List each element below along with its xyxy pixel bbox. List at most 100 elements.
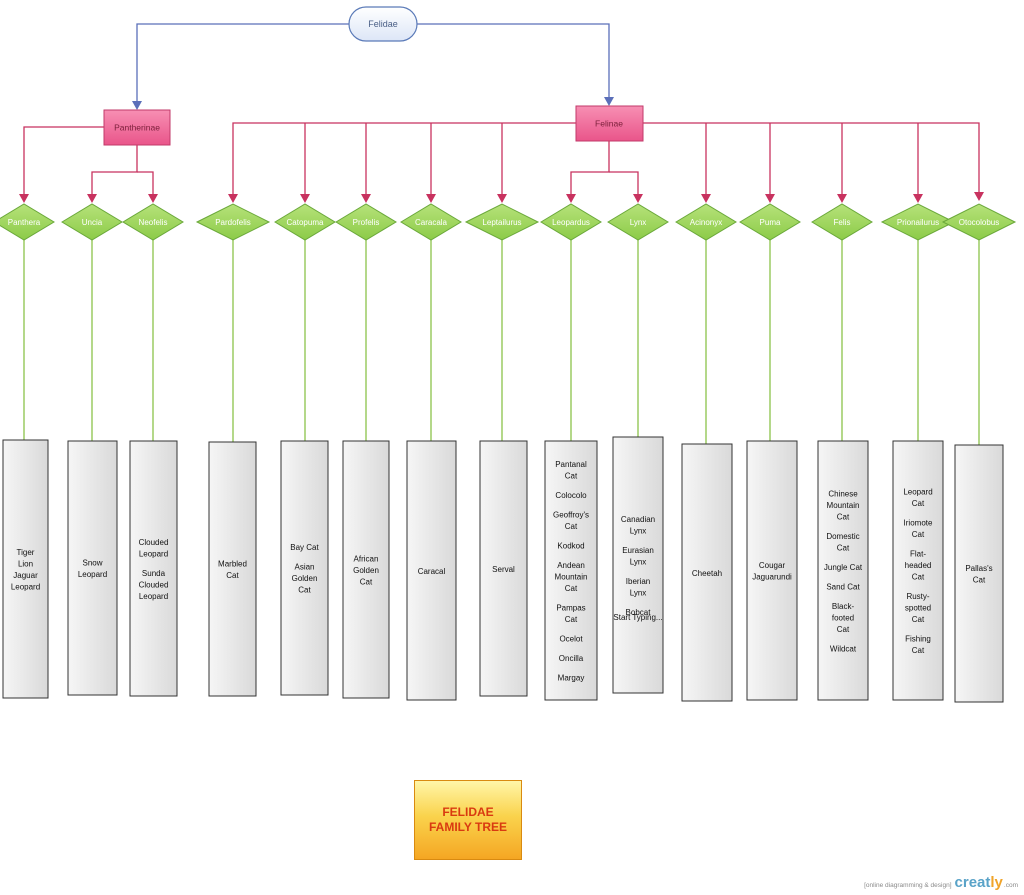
arrow-to-pantherinae (132, 101, 142, 110)
species-jaguar: Jaguar (13, 571, 38, 580)
arrow-to-neofelis (148, 194, 158, 203)
diagram-title-box: FELIDAE FAMILY TREE (414, 780, 522, 860)
genus-node-otocolobus[interactable]: Otocolobus (941, 203, 1017, 241)
arrow-to-puma (765, 194, 775, 203)
genus-diamond (0, 203, 55, 241)
genus-label: Acinonyx (690, 218, 722, 227)
species-box-shape (681, 443, 733, 702)
genus-diamond (739, 203, 801, 241)
root-node-label: Felidae (368, 19, 398, 29)
genus-label: Prionailurus (897, 218, 939, 227)
genus-label: Pardofelis (215, 218, 251, 227)
species-tiger: Tiger (17, 548, 35, 557)
arrow-to-catopuma (300, 194, 310, 203)
genus-node-neofelis[interactable]: Neofelis (122, 203, 184, 241)
genus-diamond (61, 203, 123, 241)
genus-node-acinonyx[interactable]: Acinonyx (675, 203, 737, 241)
subfamily-node-shape (575, 105, 644, 142)
subfamily-node-felinae[interactable]: Felinae (575, 105, 644, 142)
species-box-shape (892, 440, 944, 701)
genus-label: Puma (760, 218, 781, 227)
species-leopard: Leopard (11, 583, 40, 592)
credit-tagline: [online diagramming & design] (864, 882, 952, 889)
species-box-caracala[interactable]: Caracal (406, 440, 457, 701)
arrow-to-uncia (87, 194, 97, 203)
genus-node-puma[interactable]: Puma (739, 203, 801, 241)
genus-diamond (540, 203, 602, 241)
genus-node-uncia[interactable]: Uncia (61, 203, 123, 241)
species-box-shape (208, 441, 257, 697)
species-box-shape (2, 439, 49, 699)
genus-node-leptailurus[interactable]: Leptailurus (464, 203, 540, 241)
species-box-acinonyx[interactable]: Cheetah (681, 443, 733, 702)
genus-node-lynx[interactable]: Lynx (607, 203, 669, 241)
species-oncilla: Oncilla (559, 654, 584, 663)
species-jungle-cat: Jungle Cat (824, 563, 863, 572)
species-box-shape (342, 440, 390, 699)
credit-tld: .com (1003, 882, 1018, 889)
genus-diamond (274, 203, 336, 241)
genus-diamond (675, 203, 737, 241)
felidae-root-node[interactable]: Felidae (348, 6, 418, 42)
connector-pantherinae-uncia (91, 145, 138, 194)
connector-felinae-leopardus (570, 141, 610, 194)
species-box-shape (544, 440, 598, 701)
genus-diamond (195, 203, 271, 241)
subfamily-node-label: Pantherinae (114, 123, 160, 133)
genus-node-caracala[interactable]: Caracala (400, 203, 462, 241)
species-box-leptailurus[interactable]: Serval (479, 440, 528, 697)
connector-pantherinae-panthera (23, 126, 104, 194)
root-node-shape (348, 6, 418, 42)
genus-diamond (941, 203, 1017, 241)
arrow-to-profelis (361, 194, 371, 203)
genus-label: Lynx (630, 218, 647, 227)
genus-node-leopardus[interactable]: Leopardus (540, 203, 602, 241)
genus-node-felis[interactable]: Felis (811, 203, 873, 241)
genus-node-profelis[interactable]: Profelis (335, 203, 397, 241)
arrow-to-felinae (604, 97, 614, 106)
genus-label: Leopardus (552, 218, 590, 227)
genus-node-panthera[interactable]: Panthera (0, 203, 55, 241)
connector-felinae-left-bus (232, 122, 576, 194)
connector-root-pantherinae (136, 23, 349, 104)
species-box-shape (479, 440, 528, 697)
genus-node-pardofelis[interactable]: Pardofelis (195, 203, 271, 241)
genus-diamond (122, 203, 184, 241)
genus-label: Neofelis (139, 218, 168, 227)
connector-root-felinae (417, 23, 610, 100)
genus-node-catopuma[interactable]: Catopuma (274, 203, 336, 241)
species-margay: Margay (558, 674, 585, 683)
species-cheetah: Cheetah (692, 569, 722, 578)
subfamily-node-shape (103, 109, 171, 146)
creately-credit[interactable]: [online diagramming & design] creatly .c… (864, 874, 1018, 891)
species-box-shape (746, 440, 798, 701)
diagram-title-line-2: FAMILY TREE (428, 820, 508, 834)
genus-label: Caracala (415, 218, 448, 227)
subfamily-node-pantherinae[interactable]: Pantherinae (103, 109, 171, 146)
